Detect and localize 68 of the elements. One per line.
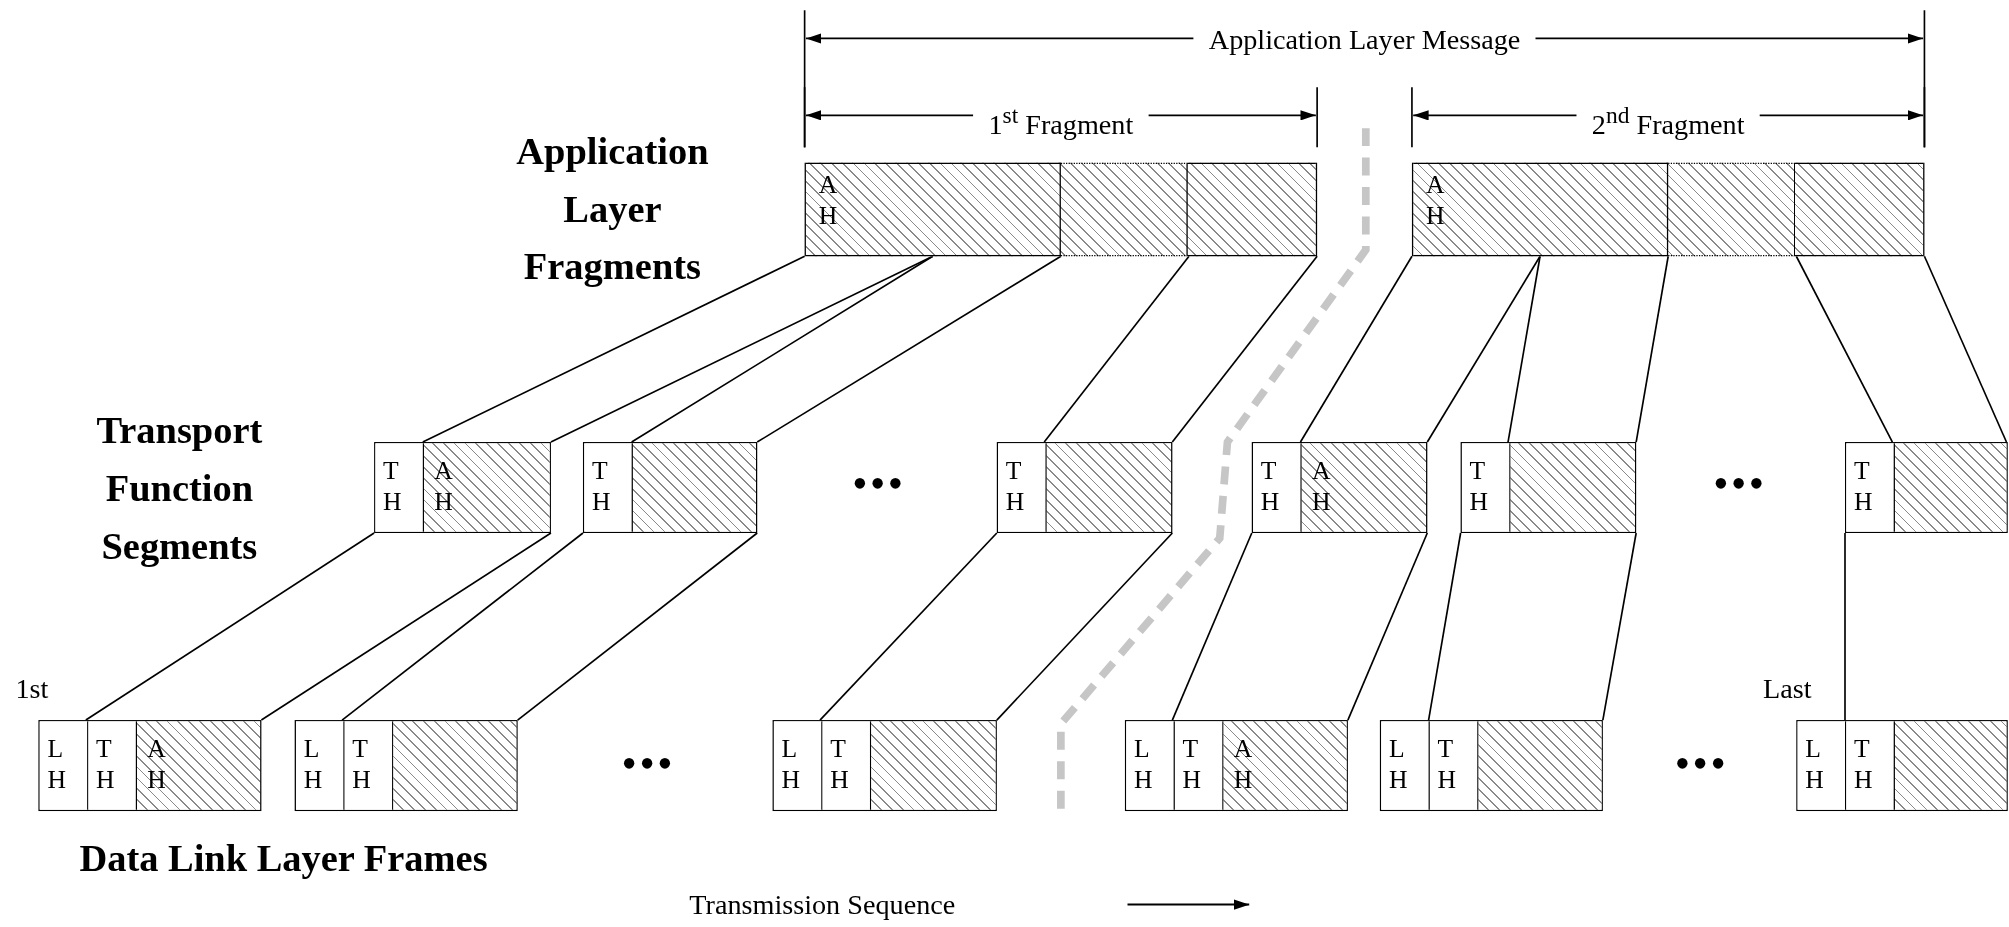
mapping-line — [1635, 255, 1670, 443]
frame-box — [1379, 720, 1603, 812]
row-heading: Transport Function Segments — [95, 407, 264, 569]
mapping-line — [1427, 532, 1462, 721]
header-cell: L H — [1381, 721, 1430, 810]
frame-box — [772, 720, 997, 812]
frame-box — [1796, 720, 2008, 812]
ellipsis: ••• — [621, 738, 676, 789]
mapping-line — [819, 532, 998, 721]
frame-label: Last — [1763, 672, 1812, 706]
mapping-line — [1923, 255, 2008, 443]
header-cell: T H — [1429, 721, 1479, 810]
sequence-label: Transmission Sequence — [689, 887, 956, 922]
payload-area: A H — [424, 443, 550, 532]
mapping-line — [1347, 532, 1429, 721]
mapping-line — [1043, 255, 1190, 443]
header-cell: T H — [822, 721, 872, 810]
frame-label: 1st — [15, 672, 49, 706]
header-cell: T H — [1253, 443, 1302, 532]
mapping-line — [1171, 255, 1318, 443]
header-cell: L H — [1126, 721, 1175, 810]
mapping-line — [1426, 255, 1541, 443]
ellipsis: ••• — [852, 458, 906, 510]
segment-box — [1845, 442, 2008, 533]
frame-box — [1124, 720, 1348, 812]
header-cell: T H — [1846, 443, 1895, 532]
ellipsis: ••• — [1713, 458, 1767, 510]
mapping-line — [260, 532, 552, 721]
header-cell: T H — [584, 443, 633, 532]
header-cell: L H — [39, 721, 89, 810]
mapping-line — [85, 532, 375, 721]
frame-box — [294, 720, 518, 812]
header-cell: T H — [375, 443, 425, 532]
fragment-box: A H — [1411, 162, 1925, 257]
segment-box — [374, 442, 551, 533]
mapping-line — [1602, 532, 1637, 721]
header-cell: T H — [998, 443, 1047, 532]
mapping-line — [995, 532, 1174, 721]
mapping-line — [630, 255, 934, 443]
segment-box — [1251, 442, 1428, 533]
header-cell: L H — [773, 721, 823, 810]
fragment-box: A H — [804, 162, 1318, 257]
row-heading: Data Link Layer Frames — [79, 835, 488, 881]
header-cell: T H — [344, 721, 394, 810]
segment-box — [1460, 442, 1637, 533]
header-cell: L H — [1797, 721, 1847, 810]
header-cell: T H — [1846, 721, 1895, 810]
mapping-line — [421, 255, 806, 443]
segment-box — [582, 442, 758, 533]
header-cell: L H — [295, 721, 345, 810]
mapping-line — [1795, 255, 1894, 443]
mapping-line — [1171, 532, 1253, 721]
mapping-line — [1507, 255, 1541, 443]
row-heading: Application Layer Fragments — [515, 128, 710, 289]
segment-box — [996, 442, 1173, 533]
payload-area: A H — [1223, 721, 1347, 810]
header-cell: T H — [1461, 443, 1511, 532]
mapping-line — [1844, 532, 1846, 721]
mapping-line — [516, 532, 759, 721]
mapping-line — [756, 255, 1062, 443]
payload-area: A H — [1301, 443, 1427, 532]
frame-box — [38, 720, 262, 812]
mapping-line — [1299, 255, 1413, 443]
mapping-line — [341, 532, 584, 721]
header-cell: T H — [1174, 721, 1224, 810]
ellipsis: ••• — [1674, 738, 1729, 789]
header-cell: T H — [88, 721, 138, 810]
payload-area: A H — [137, 721, 261, 810]
